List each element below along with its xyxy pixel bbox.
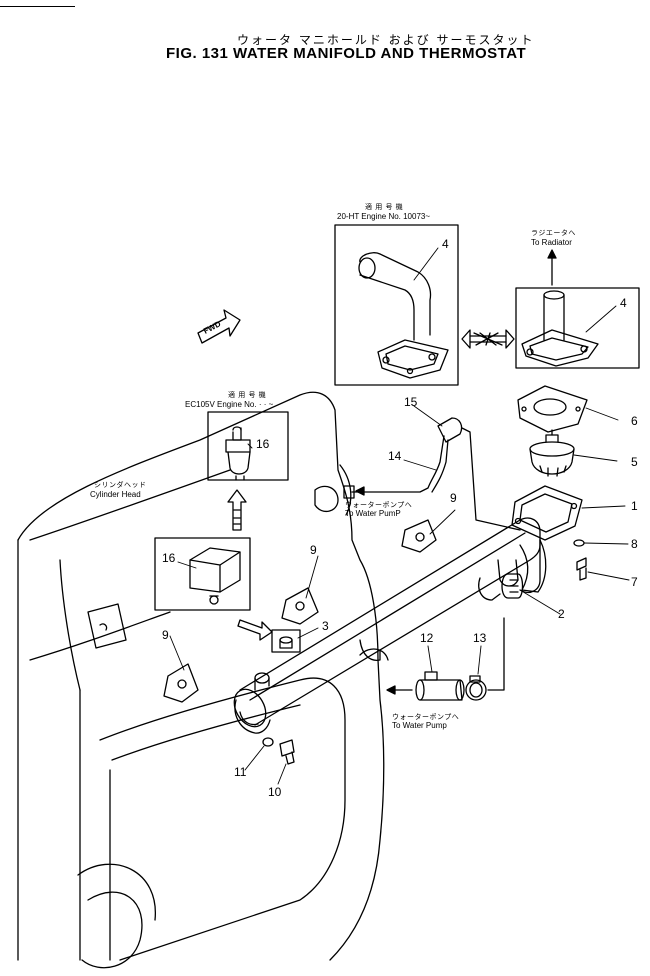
gasket-9b: [281, 587, 319, 625]
callout-4-outlet: 4: [620, 296, 627, 310]
water-pump-upper-en: To Water PumP: [345, 509, 401, 518]
variant2-jp: 適 用 号 機: [228, 391, 267, 399]
elbow-outlet-box: [334, 224, 459, 386]
bolt-7: [576, 557, 587, 581]
callout-16-sensor: 16: [256, 437, 270, 451]
part-2: [501, 573, 524, 599]
variant2-en: EC105V Engine No. · · ~: [185, 400, 274, 409]
callout-3: 3: [322, 619, 329, 633]
callout-7: 7: [631, 575, 638, 589]
callout-10: 10: [268, 785, 282, 799]
callout-4-elbow: 4: [442, 237, 449, 251]
cylinder-head-jp: シリンダヘッド: [94, 481, 147, 489]
water-manifold-pipe: [233, 517, 547, 734]
callout-9-lower: 9: [162, 628, 169, 642]
gasket-9a: [401, 519, 437, 553]
callout-9-upper: 9: [450, 491, 457, 505]
callout-8: 8: [631, 537, 638, 551]
clamp-13: [465, 675, 487, 701]
radiator-jp: ラジエータへ: [531, 229, 576, 237]
water-pump-lower-en: To Water Pump: [392, 721, 447, 730]
elbow-15: [437, 417, 521, 531]
washer-8: [573, 539, 585, 547]
sensor-variant-box: [207, 411, 289, 481]
callout-15: 15: [404, 395, 418, 409]
sensor-block-box: [154, 537, 251, 611]
title-japanese: ウォータ マニホールド および サーモスタット: [237, 33, 535, 47]
callout-11: 11: [234, 765, 247, 779]
arrow-water-pump-upper: [355, 486, 365, 496]
callout-13: 13: [473, 631, 487, 645]
double-arrow: [461, 329, 515, 349]
callout-6: 6: [631, 414, 638, 428]
cylinder-head-en: Cylinder Head: [90, 490, 141, 499]
thermostat: [529, 429, 575, 477]
callout-16-block: 16: [162, 551, 176, 565]
engine-block: [17, 391, 389, 969]
figure-title: FIG. 131 WATER MANIFOLD AND THERMOSTAT: [166, 45, 527, 62]
leader-lines: [169, 247, 630, 785]
water-pump-upper-jp: ウォーターポンプへ: [345, 501, 413, 509]
corner-rule: [0, 6, 75, 7]
arrow-water-pump-lower: [386, 617, 505, 695]
callout-5: 5: [631, 455, 638, 469]
gasket-9c: [163, 663, 199, 703]
thermostat-housing: [511, 485, 583, 594]
callout-1: 1: [631, 499, 638, 513]
callout-2: 2: [558, 607, 565, 621]
callout-14: 14: [388, 449, 402, 463]
pipe-14: [343, 435, 449, 499]
plug-part: [271, 629, 301, 653]
radiator-en: To Radiator: [531, 238, 572, 247]
variant1-en: 20-HT Engine No. 10073~: [337, 212, 431, 221]
washer-11: [262, 737, 274, 747]
gasket: [517, 385, 588, 433]
fwd-arrow-icon: [197, 309, 241, 344]
radiator-outlet-box: [515, 249, 640, 369]
bolt-10: [279, 739, 295, 765]
callout-9-middle: 9: [310, 543, 317, 557]
callout-12: 12: [420, 631, 434, 645]
water-pump-lower-jp: ウォーターポンプへ: [392, 713, 460, 721]
hose-12: [415, 671, 465, 701]
diagonal-arrow: [237, 619, 273, 641]
up-arrow: [227, 489, 247, 531]
variant1-jp: 適 用 号 機: [365, 203, 404, 211]
